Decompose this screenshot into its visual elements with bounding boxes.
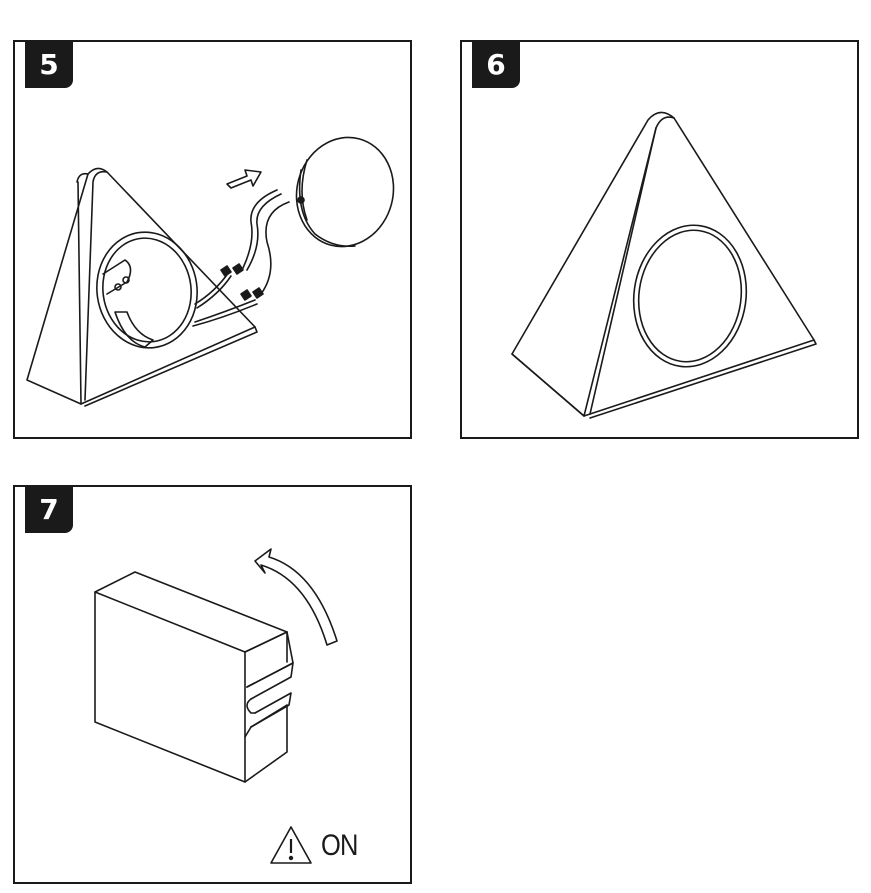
step-7-illustration [94, 548, 338, 864]
warning-triangle-icon [270, 826, 312, 864]
step-5-badge: 5 [25, 42, 73, 88]
step-6-badge: 6 [472, 42, 520, 88]
on-label: ON [321, 829, 358, 862]
step-5-panel: 5 [13, 40, 412, 439]
step-5-illustration [26, 136, 395, 407]
step-6-illustration [511, 111, 817, 419]
step-6-panel: 6 [460, 40, 859, 439]
step-7-panel: 7 ON [13, 485, 412, 884]
step-7-badge: 7 [25, 487, 73, 533]
